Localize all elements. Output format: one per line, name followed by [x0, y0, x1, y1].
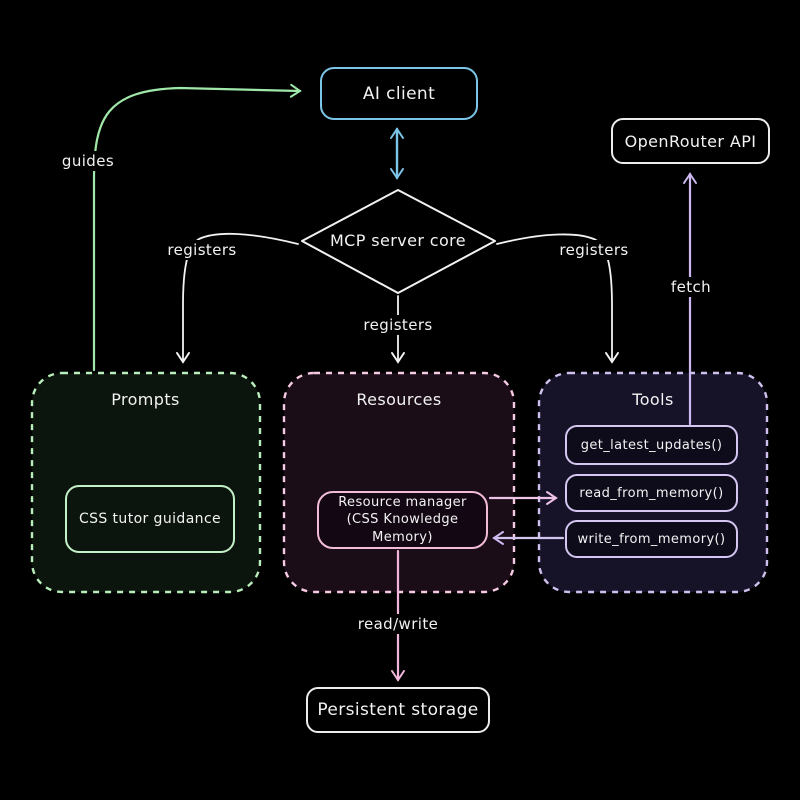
mcp-server-core-diamond	[301, 189, 496, 294]
tool-get-latest-updates-label: get_latest_updates()	[580, 437, 723, 453]
edge-label-registers-right: registers	[549, 240, 639, 260]
edge-guides	[92, 83, 302, 372]
tool-read-from-memory-label: read_from_memory()	[579, 485, 724, 501]
ai-client-node: AI client	[320, 67, 478, 120]
edge-registers-left	[176, 232, 299, 364]
edge-label-registers-left: registers	[157, 240, 247, 260]
edge-label-registers-middle: registers	[353, 315, 443, 335]
tool-write-from-memory-node: write_from_memory()	[565, 520, 738, 558]
resource-manager-node: Resource manager (CSS Knowledge Memory)	[317, 491, 488, 549]
mcp-server-core-label: MCP server core	[329, 231, 467, 250]
edge-label-guides: guides	[47, 151, 129, 171]
ai-client-label: AI client	[362, 83, 436, 104]
tools-group-label: Tools	[632, 390, 674, 409]
css-tutor-guidance-label: CSS tutor guidance	[78, 511, 222, 527]
tool-get-latest-updates-node: get_latest_updates()	[565, 425, 738, 465]
persistent-storage-node: Persistent storage	[306, 687, 490, 733]
resources-group-label: Resources	[356, 390, 442, 409]
openrouter-api-label: OpenRouter API	[624, 131, 757, 151]
persistent-storage-label: Persistent storage	[317, 700, 479, 720]
openrouter-api-node: OpenRouter API	[611, 118, 770, 164]
edge-registers-right	[496, 233, 619, 364]
prompts-group-container	[30, 371, 262, 594]
prompts-group-label: Prompts	[111, 390, 180, 409]
tool-write-from-memory-label: write_from_memory()	[577, 531, 726, 547]
edge-label-read-write: read/write	[346, 614, 450, 634]
tool-read-from-memory-node: read_from_memory()	[565, 474, 738, 512]
edge-label-fetch: fetch	[661, 277, 721, 297]
resource-manager-label-line2: (CSS Knowledge Memory)	[346, 512, 459, 545]
css-tutor-guidance-node: CSS tutor guidance	[65, 485, 235, 553]
resource-manager-label-line1: Resource manager	[338, 494, 467, 510]
